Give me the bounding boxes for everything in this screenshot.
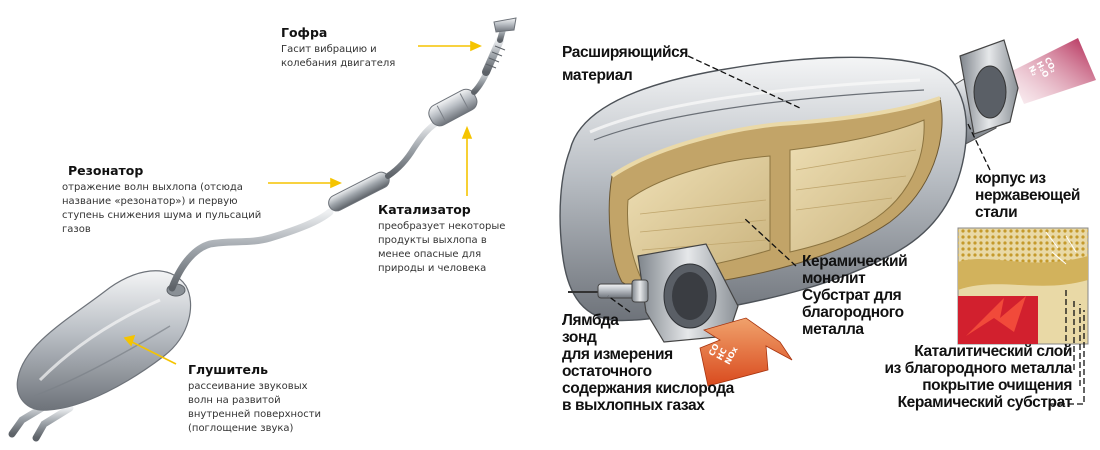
- katalizator-desc-2: продукты выхлопа в: [378, 235, 487, 246]
- housing-2: нержавеющей: [975, 187, 1081, 204]
- pipe-mid: [168, 208, 334, 292]
- exhaust-system: [8, 17, 517, 442]
- label-rezonator: Резонатор отражение волн выхлопа (отсюда…: [62, 163, 261, 237]
- katalizator-title: Катализатор: [378, 202, 471, 217]
- monolith-4: благородного: [802, 304, 904, 321]
- lambda-6: в выхлопных газах: [562, 397, 705, 414]
- muffler: [16, 270, 192, 411]
- layer-4: Керамический субстрат: [897, 394, 1073, 411]
- label-catalytic-layer: Каталитический слой из благородного мета…: [882, 343, 1072, 411]
- lambda-3: для измерения: [562, 346, 673, 363]
- lambda-5: содержания кислорода: [562, 380, 734, 397]
- expanding-material-1: Расширяющийся: [562, 44, 688, 61]
- gofra-desc-1: Гасит вибрацию и: [281, 44, 377, 55]
- monolith-1: Керамический: [802, 253, 908, 270]
- lambda-1: Лямбда: [562, 312, 619, 329]
- glushitel-desc-3: внутренней поверхности: [188, 409, 322, 420]
- layer-inset: [957, 227, 1089, 345]
- glushitel-desc-4: (поглощение звука): [188, 423, 294, 434]
- monolith-5: металла: [802, 321, 864, 338]
- lambda-4: остаточного: [562, 363, 652, 380]
- lambda-sensor: [568, 279, 649, 303]
- layer-1: Каталитический слой: [914, 343, 1072, 360]
- katalizator-desc-1: преобразует некоторые: [378, 221, 506, 232]
- leader-lines: [607, 55, 1085, 405]
- rezonator-desc-2: название «резонатор») и первую: [62, 196, 238, 207]
- rezonator-title: Резонатор: [68, 163, 144, 178]
- gofra-desc-2: колебания двигателя: [281, 58, 396, 69]
- label-ceramic-monolith: Керамический монолит Субстрат для благор…: [802, 253, 908, 338]
- rezonator-desc-3: ступень снижения шума и пульсаций: [62, 210, 262, 221]
- monolith-2: монолит: [802, 270, 866, 287]
- flex-pipe: [482, 17, 517, 76]
- rezonator-desc-1: отражение волн выхлопа (отсюда: [62, 182, 243, 193]
- lambda-2: зонд: [562, 329, 597, 346]
- katalizator-desc-3: менее опасные для: [378, 249, 482, 260]
- katalizator-desc-4: природы и человека: [378, 263, 487, 274]
- label-gofra: Гофра Гасит вибрацию и колебания двигате…: [281, 25, 395, 71]
- gas-out-arrow: [1010, 38, 1096, 104]
- expanding-material-2: материал: [562, 67, 633, 84]
- label-expanding-material: Расширяющийся материал: [562, 44, 688, 84]
- layer-2: из благородного металла: [884, 360, 1072, 377]
- monolith-3: Субстрат для: [802, 287, 902, 304]
- housing-1: корпус из: [975, 170, 1046, 187]
- tailpipe-2: [32, 404, 74, 442]
- callout-arrows: [123, 40, 482, 365]
- label-housing: корпус из нержавеющей стали: [975, 170, 1080, 221]
- label-lambda: Лямбда зонд для измерения остаточного со…: [562, 312, 734, 414]
- housing-3: стали: [975, 204, 1018, 221]
- gofra-title: Гофра: [281, 25, 328, 40]
- layer-3: покрытие очищения: [922, 377, 1072, 394]
- rezonator-desc-4: газов: [62, 224, 91, 235]
- glushitel-desc-2: волн на развитой: [188, 395, 281, 406]
- glushitel-title: Глушитель: [188, 362, 269, 377]
- label-katalizator: Катализатор преобразует некоторые продук…: [378, 202, 505, 276]
- glushitel-desc-1: рассеивание звуковых: [188, 381, 308, 392]
- pipe-upper: [385, 119, 441, 179]
- ceramic-block-2: [789, 119, 925, 253]
- label-glushitel: Глушитель рассеивание звуковых волн на р…: [188, 362, 321, 436]
- gas-in-arrow: [699, 317, 793, 387]
- converter-cutaway: [559, 38, 1096, 405]
- ceramic-block-1: [627, 155, 771, 277]
- catalyst: [428, 88, 478, 127]
